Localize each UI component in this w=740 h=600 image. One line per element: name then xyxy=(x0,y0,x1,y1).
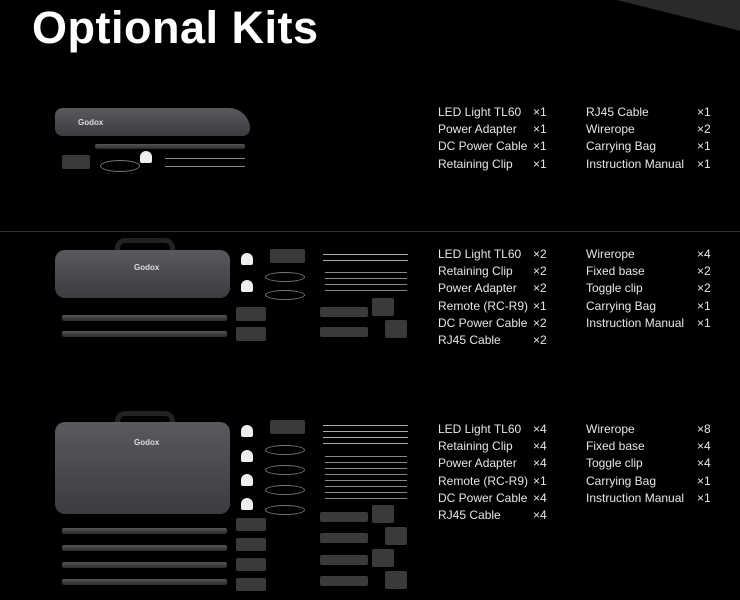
item-name: Retaining Clip xyxy=(438,439,513,454)
item-name: Power Adapter xyxy=(438,456,517,471)
item-name: LED Light TL60 xyxy=(438,105,522,119)
item-quantity: ×4 xyxy=(697,247,711,261)
item-quantity: ×1 xyxy=(533,122,547,137)
item-quantity: ×2 xyxy=(533,247,547,261)
divider xyxy=(0,231,740,232)
item-name: Fixed base xyxy=(586,439,645,454)
item-name: Power Adapter xyxy=(438,281,517,296)
item-name: Toggle clip xyxy=(586,281,643,296)
item-name: RJ45 Cable xyxy=(586,105,649,119)
item-quantity: ×8 xyxy=(697,422,711,436)
item-quantity: ×1 xyxy=(697,490,711,505)
item-quantity: ×2 xyxy=(533,315,547,330)
item-name: Carrying Bag xyxy=(586,473,657,488)
item-quantity: ×4 xyxy=(533,490,547,505)
item-quantity: ×4 xyxy=(697,439,711,454)
brand-logo: Godox xyxy=(78,118,104,127)
item-name: Power Adapter xyxy=(438,122,517,137)
item-name: Retaining Clip xyxy=(438,264,513,279)
item-name: Fixed base xyxy=(586,264,645,279)
item-quantity: ×1 xyxy=(533,298,547,313)
item-name: Wirerope xyxy=(586,122,635,137)
item-quantity: ×1 xyxy=(697,298,711,313)
item-name: Remote (RC-R9) xyxy=(438,473,529,488)
brand-logo: Godox xyxy=(134,438,160,447)
item-quantity: ×2 xyxy=(533,281,547,296)
item-name: LED Light TL60 xyxy=(438,247,522,261)
item-quantity: ×1 xyxy=(533,105,547,119)
item-quantity: ×1 xyxy=(697,473,711,488)
item-name: Instruction Manual xyxy=(586,156,685,171)
item-quantity: ×2 xyxy=(697,264,711,279)
item-name: DC Power Cable xyxy=(438,490,528,505)
item-quantity: ×2 xyxy=(697,122,711,137)
item-name: Toggle clip xyxy=(586,456,643,471)
item-quantity: ×1 xyxy=(697,139,711,154)
item-quantity: ×1 xyxy=(697,156,711,171)
item-quantity: ×2 xyxy=(697,281,711,296)
item-quantity: ×1 xyxy=(697,315,711,330)
item-name: RJ45 Cable xyxy=(438,332,501,347)
brand-logo: Godox xyxy=(134,263,160,272)
item-quantity: ×4 xyxy=(533,507,547,522)
page-title: Optional Kits xyxy=(32,2,319,53)
corner-decoration xyxy=(616,0,740,39)
item-quantity: ×1 xyxy=(697,105,711,119)
item-name: Carrying Bag xyxy=(586,139,657,154)
item-name: RJ45 Cable xyxy=(438,507,501,522)
item-name: Instruction Manual xyxy=(586,315,685,330)
item-name: Retaining Clip xyxy=(438,156,513,171)
item-quantity: ×4 xyxy=(697,456,711,471)
item-quantity: ×1 xyxy=(533,156,547,171)
item-quantity: ×2 xyxy=(533,332,547,347)
item-name: Carrying Bag xyxy=(586,298,657,313)
item-name: Instruction Manual xyxy=(586,490,685,505)
item-name: Remote (RC-R9) xyxy=(438,298,529,313)
item-quantity: ×1 xyxy=(533,473,547,488)
item-name: Wirerope xyxy=(586,422,635,436)
item-name: DC Power Cable xyxy=(438,315,528,330)
item-name: Wirerope xyxy=(586,247,635,261)
item-quantity: ×4 xyxy=(533,439,547,454)
item-quantity: ×2 xyxy=(533,264,547,279)
item-quantity: ×4 xyxy=(533,422,547,436)
item-quantity: ×1 xyxy=(533,139,547,154)
item-quantity: ×4 xyxy=(533,456,547,471)
item-name: DC Power Cable xyxy=(438,139,528,154)
item-name: LED Light TL60 xyxy=(438,422,522,436)
